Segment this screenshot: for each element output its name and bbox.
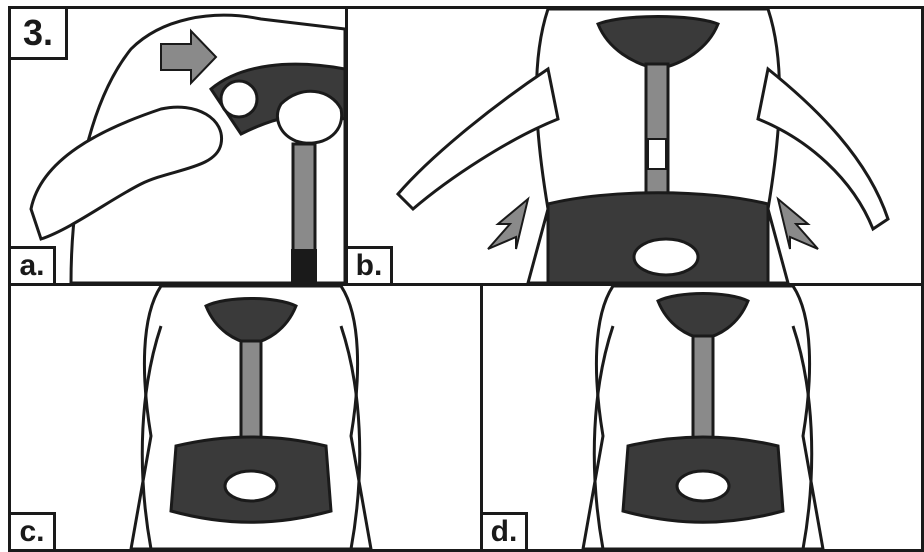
brace-bar bbox=[646, 64, 668, 204]
step-number-label: 3. bbox=[8, 6, 68, 60]
panel-d-illustration bbox=[483, 286, 921, 549]
panel-c-label: c. bbox=[8, 512, 56, 552]
belt-buckle bbox=[634, 239, 698, 275]
belt-buckle bbox=[225, 471, 277, 501]
panel-b-illustration bbox=[348, 9, 921, 283]
panel-b: b. bbox=[345, 6, 924, 286]
brace-bar-end bbox=[291, 249, 317, 283]
brace-bar-clip bbox=[648, 139, 666, 169]
panel-a-label: a. bbox=[8, 246, 56, 286]
panel-c: c. bbox=[8, 283, 483, 552]
strap-buckle bbox=[221, 81, 257, 117]
panel-d: d. bbox=[480, 283, 924, 552]
panel-a: 3. a. bbox=[8, 6, 348, 286]
panel-b-label: b. bbox=[345, 246, 393, 286]
hand-right bbox=[277, 91, 341, 143]
arrow-icon bbox=[778, 199, 818, 249]
panel-d-label: d. bbox=[480, 512, 528, 552]
panel-c-illustration bbox=[11, 286, 480, 549]
belt-buckle bbox=[677, 471, 729, 501]
brace-bar bbox=[293, 144, 315, 264]
arrow-icon bbox=[488, 199, 528, 249]
arm-left bbox=[398, 69, 558, 209]
